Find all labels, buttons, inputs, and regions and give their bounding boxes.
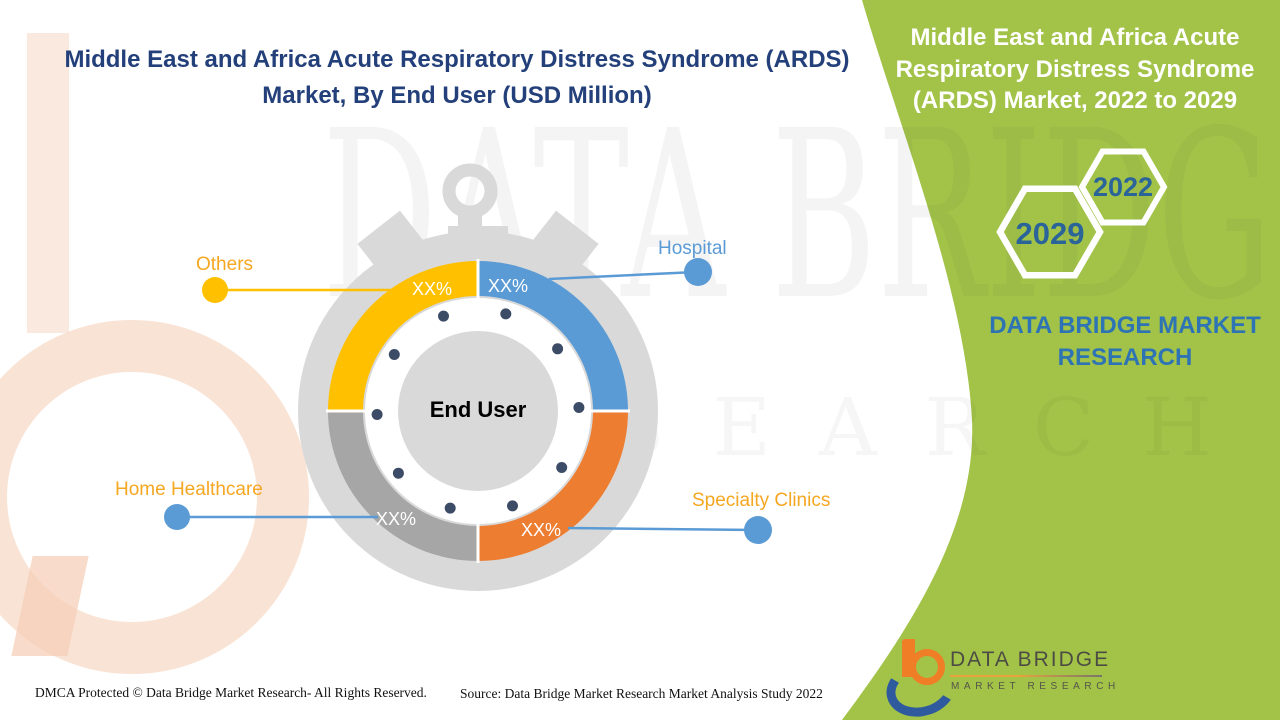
home-healthcare-value-label: XX% — [375, 509, 417, 529]
brand-wordmark: DATA BRIDGE MARKET RESEARCH — [950, 310, 1280, 375]
others-value-label: XX% — [411, 279, 453, 299]
logo-tagline: MARKET RESEARCH — [951, 681, 1120, 692]
stopwatch-crown-ring — [442, 163, 498, 219]
segment-others — [328, 261, 478, 411]
logo-name: DATA BRIDGE — [950, 648, 1111, 671]
source-note: Source: Data Bridge Market Research Mark… — [460, 686, 823, 701]
home-healthcare-leader-dot — [164, 504, 190, 530]
stopwatch-right-button — [531, 210, 599, 276]
watermark-logo-bar — [27, 33, 69, 333]
dial-tick-dots — [371, 308, 585, 514]
chart-title: Middle East and Africa Acute Respiratory… — [57, 42, 857, 114]
others-leader-dot — [202, 277, 228, 303]
segment-home-healthcare — [328, 411, 478, 561]
home-healthcare-label: Home Healthcare — [115, 479, 263, 500]
chart-title-line2: Market, By End User (USD Million) — [262, 82, 652, 109]
segment-specialty-clinics — [478, 411, 628, 561]
segment-gaps — [326, 259, 630, 563]
others-label: Others — [196, 254, 254, 275]
specialty-clinics-leader-line — [567, 526, 758, 532]
logo-divider — [950, 675, 1102, 677]
side-panel-title: Middle East and Africa Acute Respiratory… — [895, 22, 1255, 117]
hospital-leader-line — [548, 270, 697, 281]
segment-hospital — [478, 261, 628, 411]
side-panel-title-line1: Middle East and Africa Acute — [910, 24, 1240, 51]
hexagon-2029 — [996, 185, 1104, 279]
brand-wordmark-line2: RESEARCH — [1057, 344, 1193, 372]
logo-b-bowl-icon — [909, 649, 945, 685]
dmca-notice: DMCA Protected © Data Bridge Market Rese… — [35, 685, 427, 700]
brand-wordmark-line1: DATA BRIDGE MARKET — [989, 312, 1261, 339]
hospital-value-label: XX% — [487, 276, 529, 296]
year-end-label: 2029 — [1015, 216, 1085, 251]
stopwatch-left-button — [357, 210, 425, 276]
hospital-leader-dot — [684, 258, 712, 286]
year-hexagons — [996, 148, 1168, 279]
specialty-clinics-leader-dot — [744, 516, 772, 544]
green-panel-shape — [842, 0, 1280, 720]
hospital-label: Hospital — [658, 238, 727, 259]
year-start-label: 2022 — [1092, 172, 1154, 202]
hexagon-2022 — [1078, 148, 1168, 226]
donut-center-label: End User — [429, 397, 527, 422]
specialty-clinics-value-label: XX% — [520, 520, 562, 540]
dial-center-disc — [398, 331, 558, 491]
side-panel-title-line3: (ARDS) Market, 2022 to 2029 — [912, 87, 1238, 115]
chart-title-line1: Middle East and Africa Acute Respiratory… — [64, 46, 850, 73]
side-panel-title-line2: Respiratory Distress Syndrome — [895, 55, 1255, 83]
specialty-clinics-label: Specialty Clinics — [692, 490, 831, 511]
